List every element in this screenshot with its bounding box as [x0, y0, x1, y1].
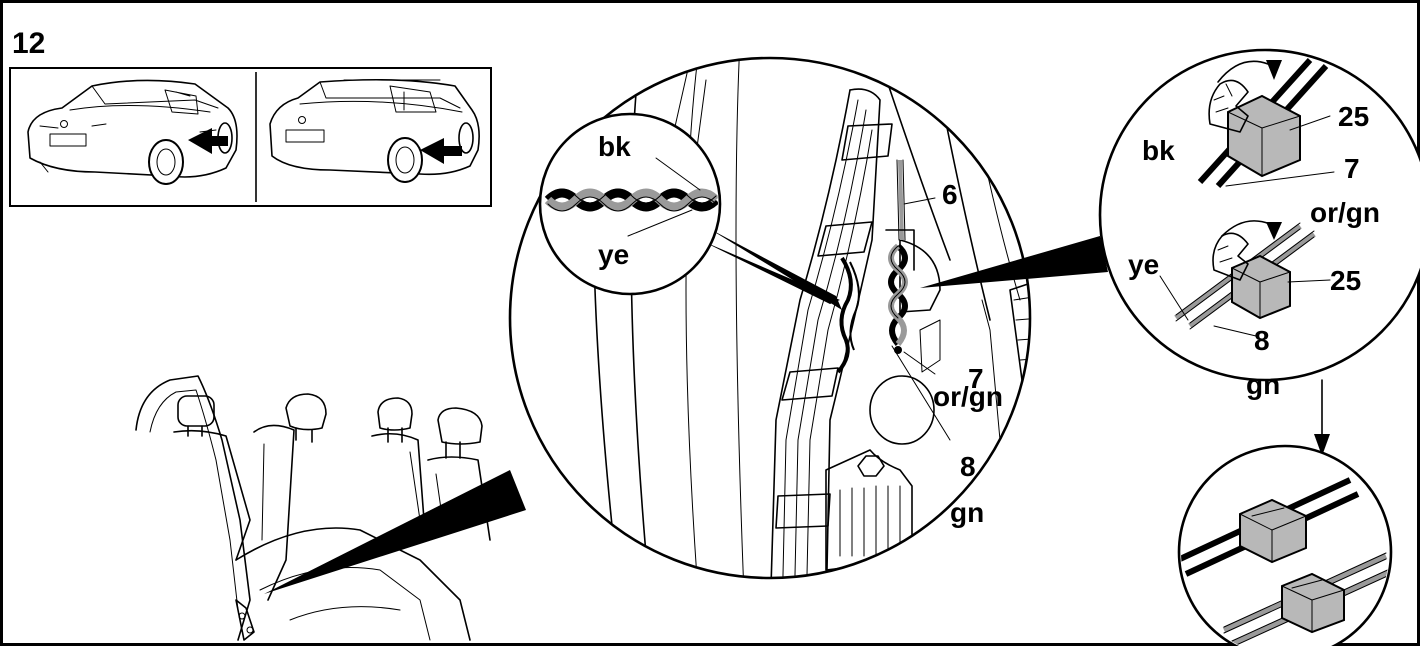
arrow-right-icon [188, 128, 228, 154]
arrow-down-icon [1314, 379, 1330, 456]
label-wire-7-color: or/gn [933, 381, 1003, 412]
label-connector-25-top: 25 [1338, 101, 1369, 132]
sedan-illustration [27, 79, 238, 185]
label-wire-8-right: 8 [1254, 325, 1270, 356]
label-wire-7: 7 [968, 363, 984, 394]
arrow-right-icon [420, 138, 462, 164]
label-wire-7-right: 7 [1344, 153, 1360, 184]
label-wire-8-color: gn [950, 497, 984, 528]
label-wire-8-color-right: gn [1246, 369, 1280, 400]
label-wire-6: 6 [942, 179, 958, 210]
connected-result-detail [1177, 444, 1393, 646]
label-wire-7-color-right: or/gn [1310, 197, 1380, 228]
label-bk-left: bk [598, 131, 631, 162]
detail-pointer [920, 236, 1108, 288]
vehicle-thumbnails [9, 67, 492, 207]
label-ye-left: ye [598, 239, 629, 270]
twisted-pair-detail: bk ye [538, 112, 842, 310]
rear-seat-illustration [135, 375, 491, 641]
label-ye-right: ye [1128, 249, 1159, 280]
label-bk-right: bk [1142, 135, 1175, 166]
label-connector-25-bottom: 25 [1330, 265, 1361, 296]
step-number: 12 [12, 27, 45, 60]
wagon-illustration [269, 78, 480, 183]
label-wire-8: 8 [960, 451, 976, 482]
detail-pointer [264, 470, 526, 594]
connector-detail: 25 bk 7 or/gn ye 25 8 gn [920, 48, 1420, 400]
